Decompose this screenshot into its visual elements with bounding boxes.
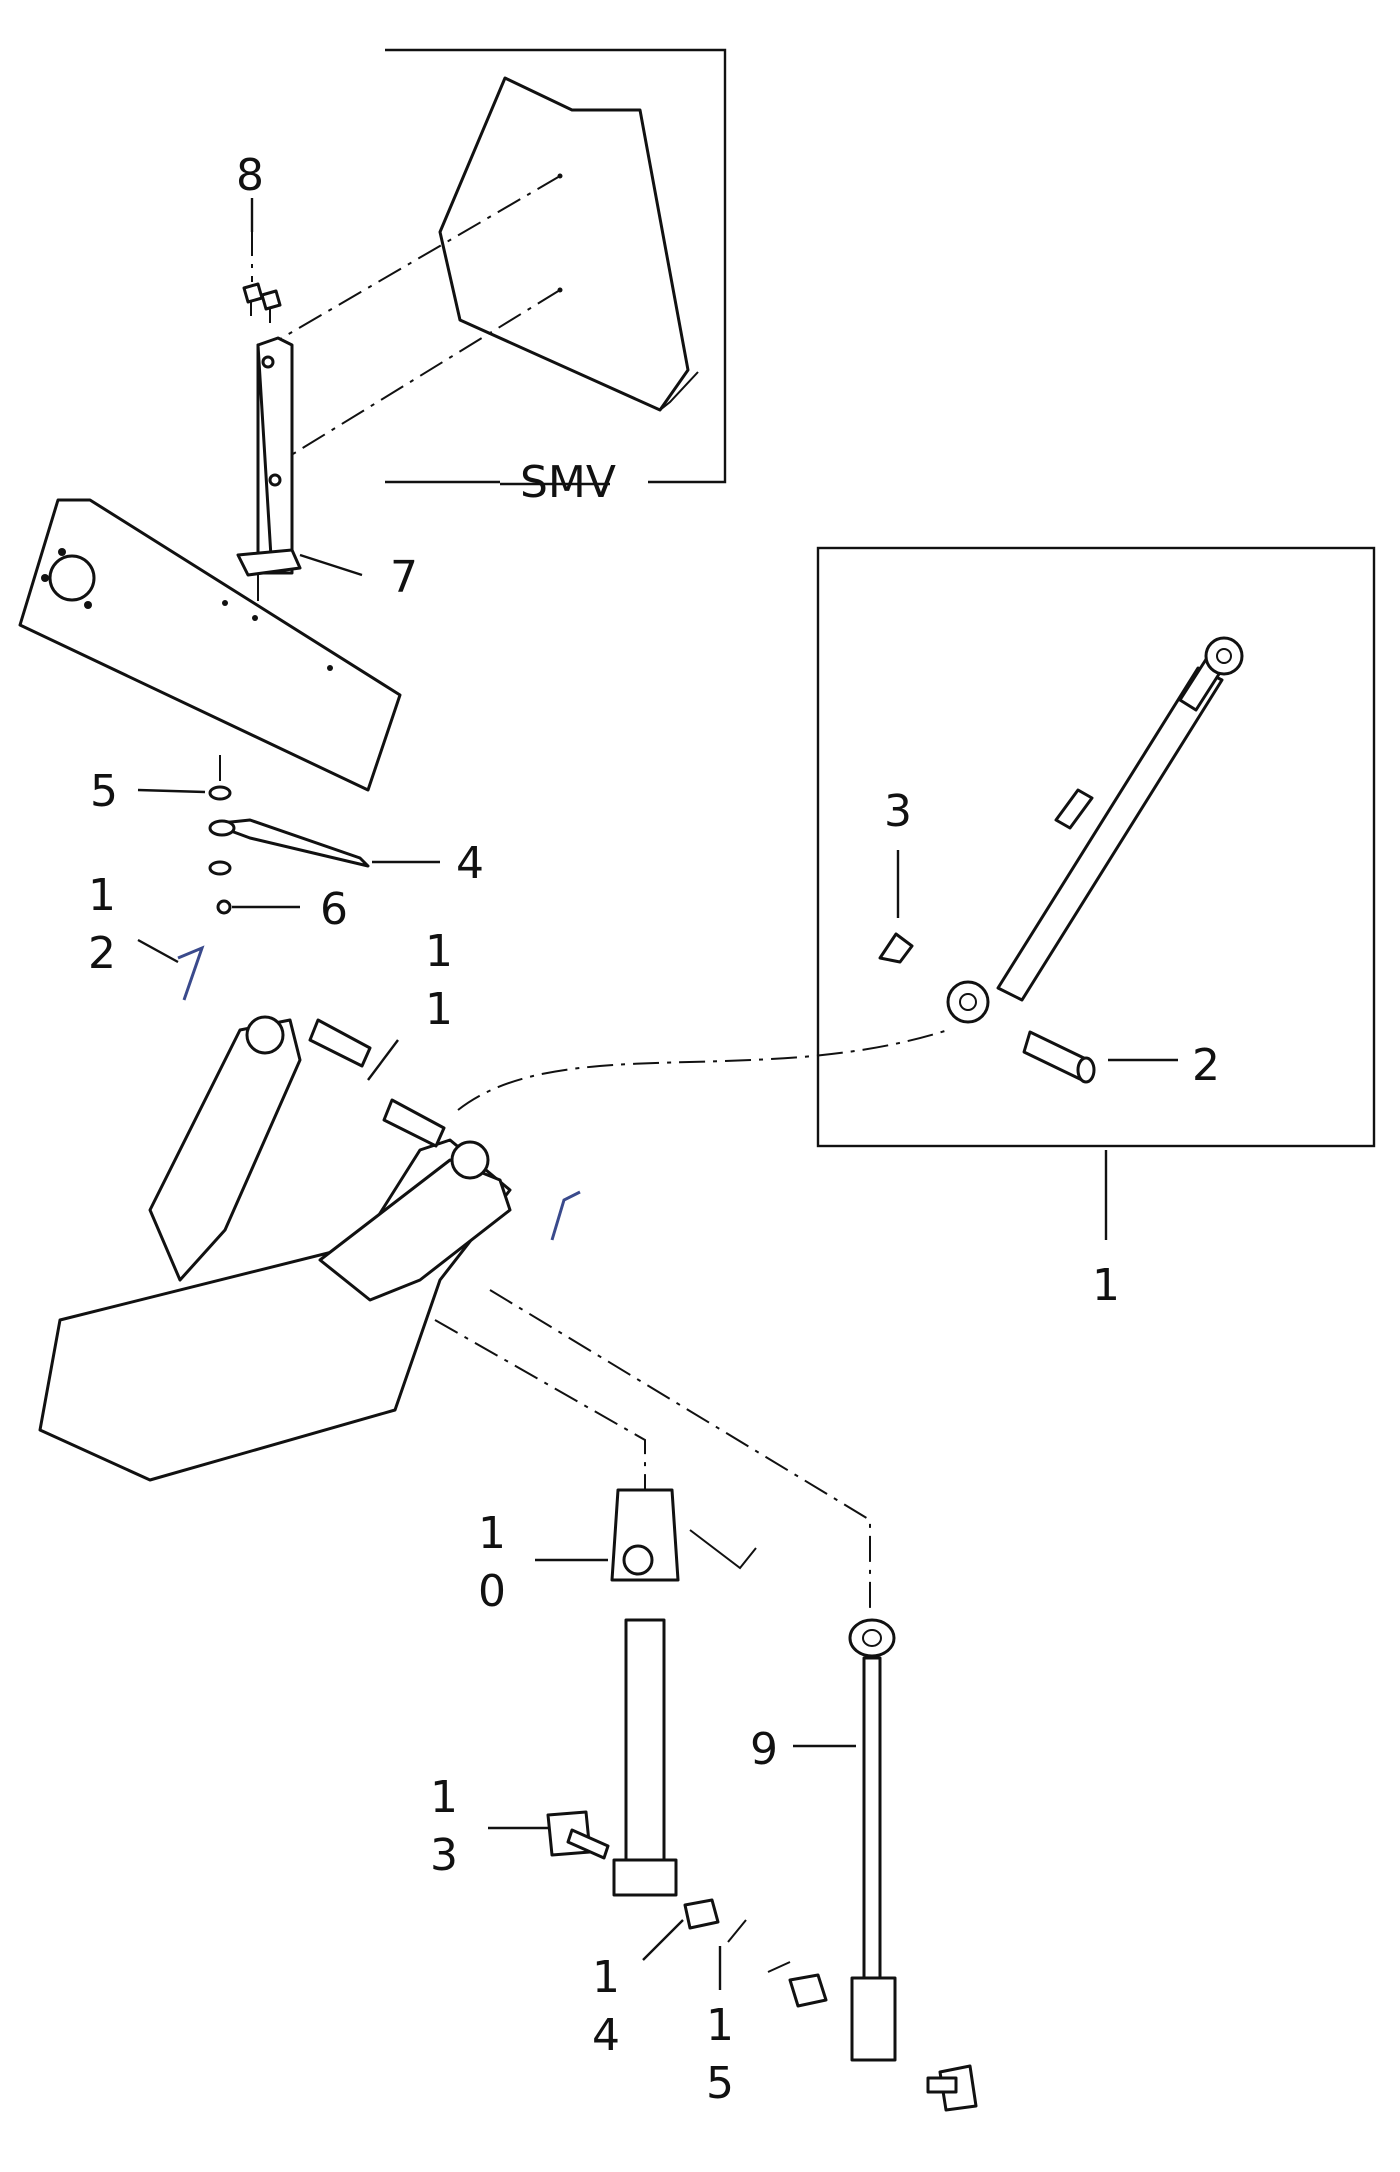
smv-bracket	[236, 230, 302, 630]
lift-rod-tube	[624, 1618, 666, 1862]
top-link-eye-lower	[946, 980, 990, 1024]
callout-11-line1: 1	[425, 926, 453, 977]
smv-inset	[274, 48, 727, 484]
lower-link-rod	[767, 1618, 978, 2112]
callout-12-line1: 1	[88, 870, 116, 921]
dash-to-lower-link	[489, 1289, 871, 1610]
callout-7: 7	[390, 552, 418, 603]
bracket-foot	[236, 548, 302, 577]
callout-13-line1: 1	[430, 1772, 458, 1823]
lower-link-washer	[788, 1973, 828, 2008]
top-link-handle	[1054, 788, 1094, 830]
plate-body	[18, 498, 402, 792]
lower-link-clip	[767, 1961, 791, 1973]
r-clip-12	[177, 945, 205, 1001]
plate-hole-b	[84, 601, 92, 609]
lift-rod	[546, 1488, 757, 1943]
callout-3: 3	[884, 786, 912, 837]
washer-lower	[208, 860, 232, 876]
pin-13-shank	[566, 1828, 610, 1860]
lift-rod-pin-chain	[689, 1529, 757, 1570]
leader-11	[367, 1039, 399, 1081]
callouts: SMV 8 7 5 4 6 1 2 1 1 3 2 1 1 0 9 1 3 1 …	[88, 150, 1220, 2109]
callout-2: 2	[1192, 1040, 1220, 1091]
smv-dash-upper	[274, 175, 561, 343]
smv-sign-edge	[659, 371, 699, 411]
callout-1: 1	[1092, 1260, 1120, 1311]
hitch-housing	[38, 945, 949, 1610]
callout-14-line1: 1	[592, 1952, 620, 2003]
pin-2-head	[1076, 1056, 1096, 1084]
dash-to-top-link	[457, 1029, 949, 1111]
cross-shaft-pin-upper	[308, 1018, 372, 1068]
top-link-eye-upper-hole	[1216, 648, 1232, 664]
bracket-bolt-lower	[268, 473, 282, 487]
callout-4: 4	[456, 838, 484, 889]
lift-arm-left	[148, 1018, 302, 1282]
mounting-plate	[18, 498, 402, 792]
callout-13-line2: 3	[430, 1830, 458, 1881]
plate-hole-a	[41, 574, 49, 582]
callout-9: 9	[750, 1724, 778, 1775]
top-link-clip-3	[878, 932, 914, 964]
lower-link-ball	[848, 1618, 896, 1658]
callout-15-line2: 5	[706, 2058, 734, 2109]
dash-to-lift-rod	[434, 1319, 646, 1490]
lift-rod-fork	[612, 1858, 678, 1897]
top-link-inset	[816, 546, 1376, 1148]
top-link-eye-upper	[1204, 636, 1244, 676]
callout-6: 6	[320, 884, 348, 935]
plate-hole-f	[327, 665, 333, 671]
lift-arm-right-eye	[450, 1140, 490, 1180]
callout-11-line2: 1	[425, 984, 453, 1035]
lift-rod-clevis-bolt	[622, 1544, 654, 1576]
leader-5	[137, 788, 206, 794]
cross-shaft-pin-lower	[382, 1098, 446, 1148]
r-clip-right	[550, 1190, 581, 1241]
top-link-tube	[996, 666, 1224, 1002]
bolt-head-b	[260, 289, 282, 311]
clip-15	[727, 1919, 747, 1943]
callout-14-line2: 4	[592, 2010, 620, 2061]
washer-14	[683, 1898, 720, 1930]
lower-link-rod-shaft	[862, 1656, 882, 1980]
lower-link-pin-shank	[926, 2076, 958, 2094]
callout-12-line2: 2	[88, 928, 116, 979]
plate-hole-e	[252, 615, 258, 621]
leader-7	[299, 553, 363, 577]
leader-14	[642, 1919, 684, 1961]
callout-5: 5	[90, 766, 118, 817]
smv-dash-lower	[274, 289, 561, 466]
callout-10-line2: 0	[478, 1566, 506, 1617]
bracket-bolt-upper	[261, 355, 275, 369]
smv-inset-frame	[385, 48, 727, 484]
callout-10-line1: 1	[478, 1508, 506, 1559]
lift-arm-right	[318, 1158, 512, 1302]
top-link-eye-lower-hole	[959, 993, 977, 1011]
lever-eye	[208, 819, 236, 837]
plate-hole-d	[222, 600, 228, 606]
leader-12	[137, 938, 179, 964]
plate-hole-large	[48, 554, 96, 602]
smv-sign-plate	[438, 76, 690, 412]
top-link-inset-frame	[816, 546, 1376, 1148]
lever-hardware	[208, 785, 370, 915]
lift-arm-left-eye	[245, 1015, 285, 1055]
washer-5	[208, 785, 232, 801]
bracket-side	[256, 336, 294, 575]
plate-hole-c	[58, 548, 66, 556]
callout-15-line1: 1	[706, 2000, 734, 2051]
lever-4	[210, 818, 370, 868]
lower-link-ball-hole	[862, 1629, 882, 1647]
callout-8: 8	[236, 150, 264, 201]
plate-fold	[89, 499, 401, 696]
bolt-head-a	[242, 282, 264, 304]
leader-lines	[137, 198, 1178, 1990]
nut-6	[216, 899, 232, 915]
callout-smv: SMV	[520, 457, 616, 508]
lower-link-clevis	[850, 1976, 897, 2062]
